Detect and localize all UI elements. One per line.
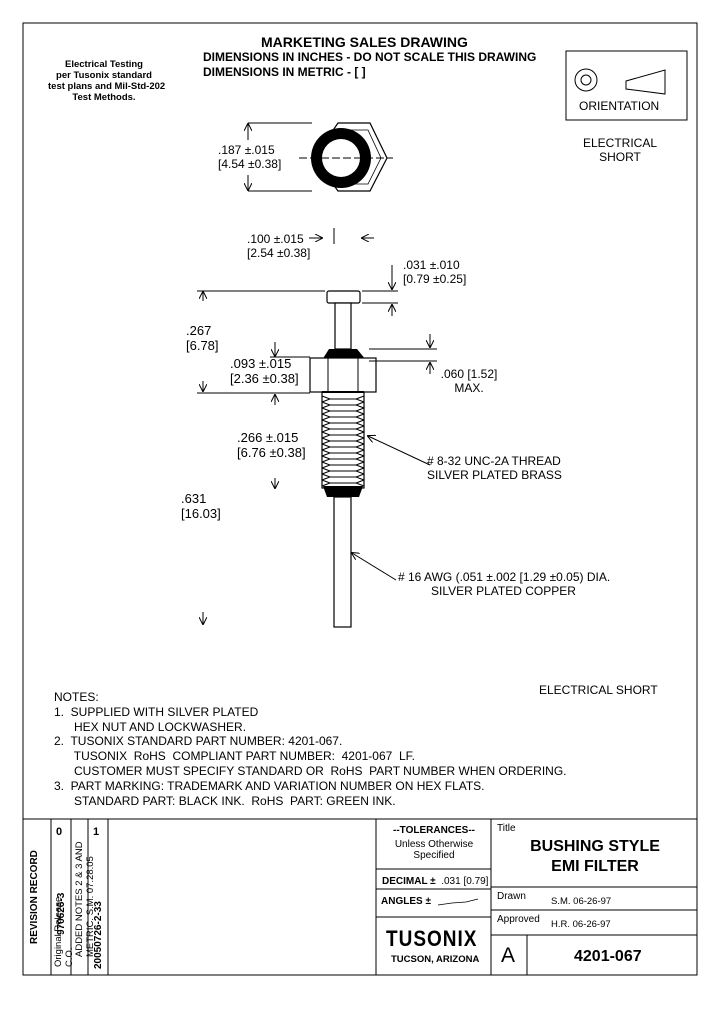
title-block-lines [22,818,698,976]
angle-tolerance-mark [437,898,479,906]
revision-record-label: REVISION RECORD [29,850,40,944]
approved-value: H.R. 06-26-97 [551,919,611,930]
rev1-co-number: 20050726-2-33 [93,901,104,969]
angles-tolerance-label: ANGLES ± [381,896,431,907]
approved-label: Approved [497,914,540,925]
drawing-part-title: BUSHING STYLE EMI FILTER [530,838,660,875]
title-label: Title [497,823,516,834]
dim-head-to-hex: .267 [6.78] [186,323,219,353]
dim-pin-dia: .100 ±.015 [2.54 ±0.38] [247,232,311,260]
part-number: 4201-067 [574,948,642,965]
size-letter: A [501,944,516,967]
orientation-circle-icon [574,68,598,92]
note-line: TUSONIX RoHS COMPLIANT PART NUMBER: 4201… [54,749,416,764]
electrical-short-bottom: ELECTRICAL SHORT [539,683,658,697]
orientation-cone-icon [625,69,666,95]
dim-hex-height: .093 ±.015 [2.36 ±0.38] [230,356,299,386]
note-line: CUSTOMER MUST SPECIFY STANDARD OR RoHS P… [54,763,567,778]
hex-top-view [248,122,393,192]
note-line: 3. PART MARKING: TRADEMARK AND VARIATION… [54,778,485,793]
note-line: 1. SUPPLIED WITH SILVER PLATED [54,704,259,719]
note-line: STANDARD PART: BLACK INK. RoHS PART: GRE… [54,793,396,808]
dimension-note-metric: DIMENSIONS IN METRIC - [ ] [203,65,366,79]
dim-hex-flats: .187 ±.015 [4.54 ±0.38] [218,143,282,171]
rev1-number: 1 [93,826,100,838]
drawing-title: MARKETING SALES DRAWING [261,34,468,50]
rev0-number: 0 [56,826,63,838]
dimension-note-inches: DIMENSIONS IN INCHES - DO NOT SCALE THIS… [203,50,537,64]
testing-note: Electrical Testing per Tusonix standard … [48,59,166,103]
note-line: HEX NUT AND LOCKWASHER. [54,719,247,734]
orientation-label: ORIENTATION [579,99,660,113]
notes-block: NOTES: 1. SUPPLIED WITH SILVER PLATED HE… [54,690,567,808]
tolerances-block: --TOLERANCES-- Unless Otherwise Specifie… [392,825,476,861]
dim-thread-length: .266 ±.015 [6.76 ±0.38] [237,430,306,460]
rev0-co-number: 970626-3 [56,892,67,935]
dim-lockwasher: .060 [1.52] MAX. [440,367,498,395]
drawn-label: Drawn [497,891,526,902]
note-line: NOTES: [54,690,99,704]
wire-callout: # 16 AWG (.051 ±.002 [1.29 ±0.05) DIA. S… [398,570,611,598]
dim-head-thickness: .031 ±.010 [0.79 ±0.25] [403,258,467,286]
thread-callout: # 8-32 UNC-2A THREAD SILVER PLATED BRASS [427,454,562,482]
note-line: 2. TUSONIX STANDARD PART NUMBER: 4201-06… [54,734,343,749]
drawn-value: S.M. 06-26-97 [551,896,612,907]
side-view [309,290,377,628]
decimal-tolerance: DECIMAL ± .031 [0.79] [382,876,489,887]
dim-lead-length: .631 [16.03] [181,491,221,521]
company-logo: TUSONIX [386,927,478,952]
company-location: TUCSON, ARIZONA [391,954,480,965]
electrical-short-top: ELECTRICAL SHORT [582,136,658,164]
orientation-box [565,50,688,121]
dimension-lines [197,228,437,624]
